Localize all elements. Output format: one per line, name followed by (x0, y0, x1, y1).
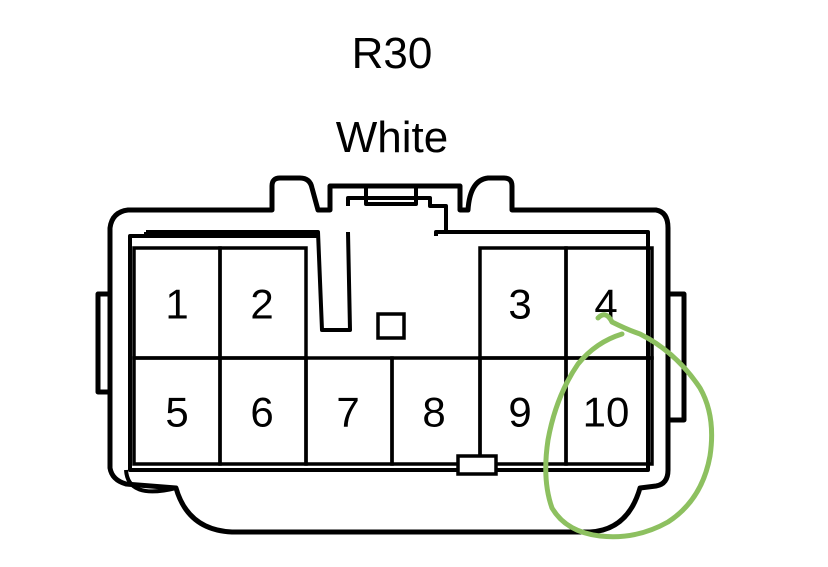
connector-id-label: R30 (351, 29, 433, 78)
connector-housing-outline (107, 175, 671, 535)
key-square (376, 312, 406, 340)
left-side-ear (95, 291, 110, 395)
pin-label-6: 6 (250, 389, 273, 436)
locking-latch (346, 196, 448, 232)
inner-cavity-outline (128, 230, 650, 472)
connector-color-label: White (335, 113, 449, 162)
latch-tab (364, 184, 418, 206)
pin-label-8: 8 (422, 389, 445, 436)
pin-label-2: 2 (250, 281, 273, 328)
pin-cavity-grid (132, 246, 654, 476)
hand-drawn-circle-annotation (543, 312, 715, 540)
pin-cavity-10 (564, 356, 654, 466)
pin-label-9: 9 (508, 389, 531, 436)
pin-label-3: 3 (508, 281, 531, 328)
pin-label-1: 1 (165, 281, 188, 328)
right-side-ear (668, 291, 687, 423)
pin-label-10: 10 (583, 389, 630, 436)
pin-label-7: 7 (336, 389, 359, 436)
pin-label-5: 5 (165, 389, 188, 436)
bottom-key-tab (456, 454, 498, 476)
bottom-lip (124, 469, 177, 494)
